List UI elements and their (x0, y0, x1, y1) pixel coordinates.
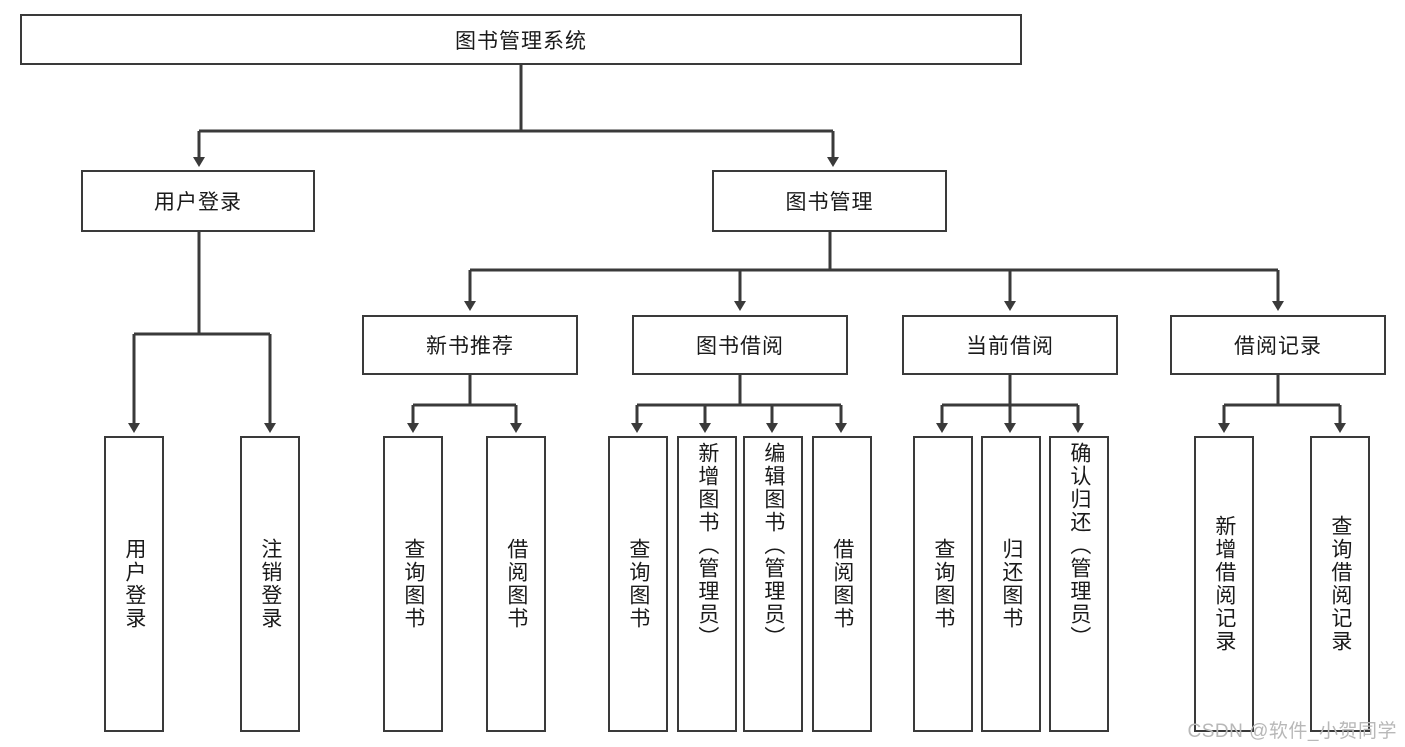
leaf-label: 查询借阅记录 (1328, 515, 1352, 653)
leaf-label: 查询图书 (931, 538, 955, 630)
leaf-user-login-logout[interactable]: 注销登录 (240, 436, 300, 732)
leaf-label: 借阅图书 (504, 538, 528, 630)
node-user-login-label: 用户登录 (154, 191, 242, 214)
leaf-label: 用户登录 (122, 538, 146, 630)
node-book-management-label: 图书管理 (785, 191, 874, 214)
node-borrow-record[interactable]: 借阅记录 (1170, 315, 1386, 375)
leaf-label: 注销登录 (258, 538, 282, 630)
leaf-label: 新增借阅记录 (1212, 515, 1236, 653)
leaf-borrow-edit-book-admin[interactable]: 编辑图书（管理员） (743, 436, 803, 732)
node-new-book-recommend[interactable]: 新书推荐 (362, 315, 578, 375)
leaf-current-return-book[interactable]: 归还图书 (981, 436, 1041, 732)
leaf-label: 查询图书 (401, 538, 425, 630)
leaf-user-login-login[interactable]: 用户登录 (104, 436, 164, 732)
leaf-label: 归还图书 (999, 538, 1023, 630)
node-root[interactable]: 图书管理系统 (20, 14, 1022, 65)
leaf-borrow-add-book-admin[interactable]: 新增图书（管理员） (677, 436, 737, 732)
leaf-record-add-record[interactable]: 新增借阅记录 (1194, 436, 1254, 732)
leaf-borrow-query-book[interactable]: 查询图书 (608, 436, 668, 732)
node-new-book-recommend-label: 新书推荐 (426, 335, 514, 358)
node-current-borrow[interactable]: 当前借阅 (902, 315, 1118, 375)
node-borrow-record-label: 借阅记录 (1234, 335, 1322, 358)
node-root-label: 图书管理系统 (455, 29, 587, 53)
leaf-current-confirm-return-admin[interactable]: 确认归还（管理员） (1049, 436, 1109, 732)
leaf-label: 查询图书 (626, 538, 650, 630)
node-book-borrow[interactable]: 图书借阅 (632, 315, 848, 375)
node-book-borrow-label: 图书借阅 (696, 335, 784, 358)
leaf-borrow-borrow-book[interactable]: 借阅图书 (812, 436, 872, 732)
leaf-label: 编辑图书（管理员） (761, 442, 785, 649)
leaf-new-book-borrow[interactable]: 借阅图书 (486, 436, 546, 732)
leaf-current-query-book[interactable]: 查询图书 (913, 436, 973, 732)
leaf-label: 借阅图书 (830, 538, 854, 630)
leaf-record-query-record[interactable]: 查询借阅记录 (1310, 436, 1370, 732)
watermark: CSDN @软件_小贺同学 (1187, 721, 1397, 742)
node-book-management[interactable]: 图书管理 (712, 170, 947, 232)
leaf-label: 新增图书（管理员） (695, 442, 719, 649)
node-current-borrow-label: 当前借阅 (966, 335, 1054, 358)
leaf-new-book-query[interactable]: 查询图书 (383, 436, 443, 732)
leaf-label: 确认归还（管理员） (1067, 442, 1091, 649)
node-user-login[interactable]: 用户登录 (81, 170, 315, 232)
